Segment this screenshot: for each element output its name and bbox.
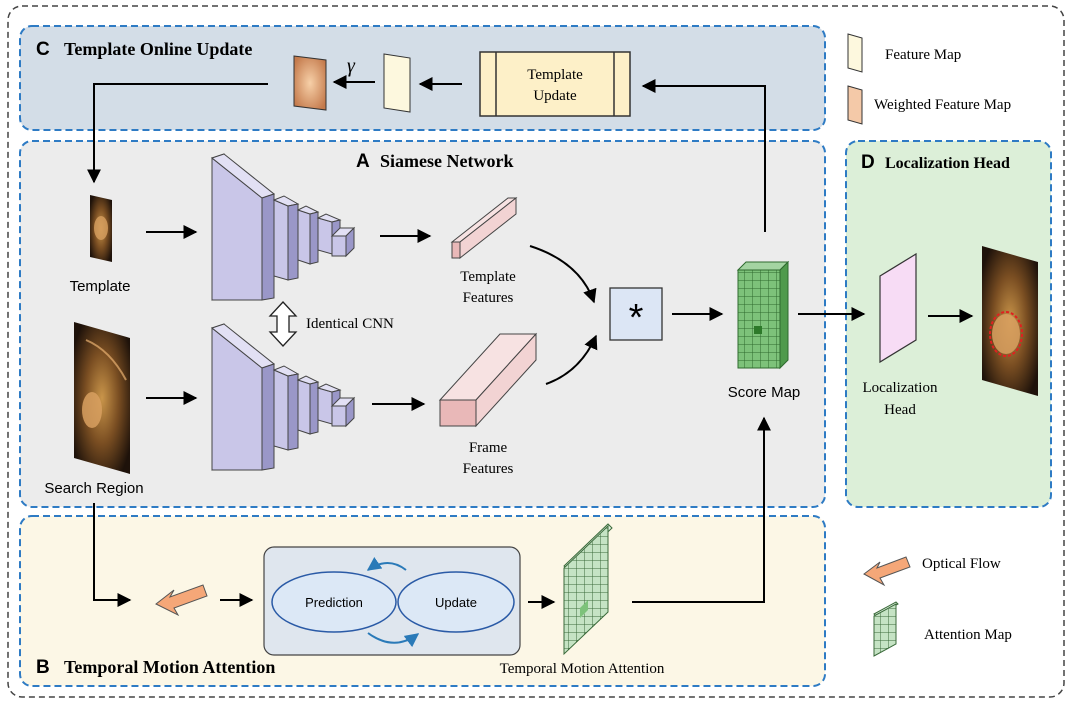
update-label: Update	[435, 595, 477, 610]
identical-cnn-label: Identical CNN	[306, 316, 394, 332]
curve-template-to-correlation	[529, 245, 597, 304]
score-map-label: Score Map	[728, 384, 801, 401]
cycle-arrow-bottom	[367, 632, 420, 648]
temporal-attention-label: Temporal Motion Attention	[500, 661, 665, 677]
template-update-box	[479, 51, 631, 117]
search-region-image	[74, 322, 130, 474]
score-map	[736, 260, 790, 370]
legend-optical-flow-icon	[863, 556, 911, 587]
frame-features-bar	[438, 332, 538, 428]
template-label: Template	[70, 278, 131, 295]
section-b-letter: B	[36, 657, 50, 678]
update-ellipse	[397, 571, 515, 633]
template-update-label-1: Template	[527, 67, 583, 83]
search-region-label: Search Region	[44, 480, 143, 497]
legend-optical-flow-label: Optical Flow	[922, 556, 1001, 572]
localization-head-label-2: Head	[884, 402, 916, 418]
frame-features-label-2: Features	[463, 461, 514, 477]
cnn-bottom	[210, 323, 356, 471]
feature-map-plain	[383, 53, 411, 113]
temporal-attention-map	[563, 523, 613, 656]
arrow-weighted-to-template	[87, 83, 268, 184]
section-c-letter: C	[36, 39, 50, 60]
cycle-arrow-top	[366, 557, 407, 571]
localization-head-label-1: Localization	[863, 380, 938, 396]
correlation-symbol: *	[629, 297, 644, 339]
legend-weighted-feature-map-icon	[847, 85, 863, 125]
gamma-symbol: γ	[347, 55, 356, 77]
template-features-label-2: Features	[463, 290, 514, 306]
template-update-label-2: Update	[533, 88, 577, 104]
section-d-title: Localization Head	[885, 155, 1010, 172]
section-a-letter: A	[356, 151, 370, 172]
legend-attention-map-label: Attention Map	[924, 627, 1012, 643]
arrow-search-to-flow	[93, 503, 132, 607]
cnn-top	[210, 153, 356, 301]
legend-feature-map-label: Feature Map	[885, 47, 961, 63]
identical-cnn-arrow	[268, 301, 298, 347]
localization-head-shape	[879, 252, 917, 364]
correlation-box	[609, 287, 663, 341]
output-image	[982, 246, 1038, 396]
section-c-title: Template Online Update	[64, 39, 252, 59]
frame-features-label-1: Frame	[469, 440, 508, 456]
section-b-title: Temporal Motion Attention	[64, 657, 275, 677]
outer-frame	[7, 5, 1065, 698]
siamese-section	[19, 140, 826, 508]
section-d-letter: D	[861, 152, 875, 173]
template-image	[90, 195, 112, 262]
arrow-scoremap-to-update	[641, 79, 766, 232]
localization-section	[845, 140, 1052, 508]
template-features-bar	[450, 196, 518, 260]
section-a-title: Siamese Network	[380, 151, 513, 171]
curve-frame-to-correlation	[545, 334, 598, 385]
legend-attention-map-icon	[873, 601, 899, 657]
legend-weighted-feature-map-label: Weighted Feature Map	[874, 97, 1011, 113]
legend-feature-map-icon	[847, 33, 863, 73]
arrow-attention-to-scoremap	[632, 416, 771, 603]
prediction-label: Prediction	[305, 595, 363, 610]
prediction-ellipse	[271, 571, 397, 633]
template-features-label-1: Template	[460, 269, 516, 285]
weighted-feature-map	[293, 55, 327, 111]
tracked-target-outline	[989, 311, 1023, 357]
optical-flow-arrow	[155, 584, 208, 617]
